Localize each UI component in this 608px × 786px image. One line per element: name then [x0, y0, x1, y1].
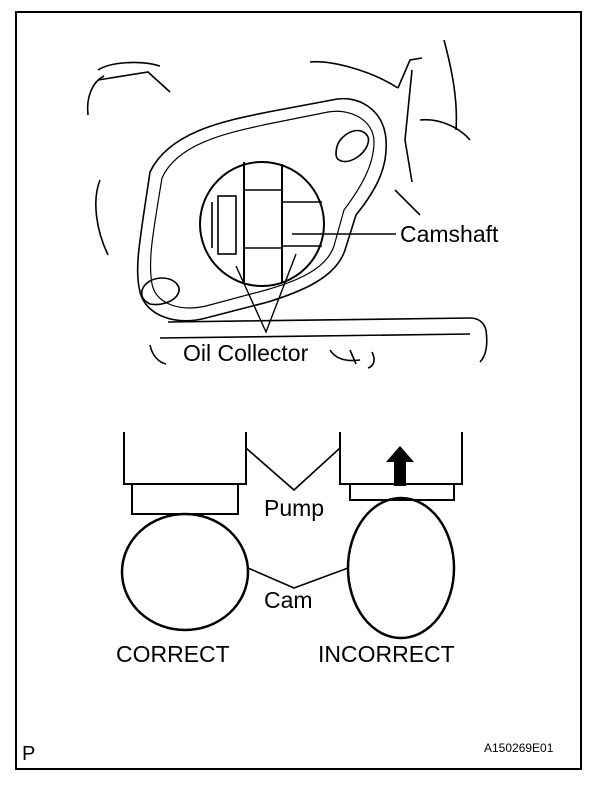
cam-leader-lines	[247, 567, 349, 589]
camshaft-label: Camshaft	[400, 221, 499, 247]
lower-rail	[167, 317, 487, 331]
arrow-up-icon	[386, 446, 414, 486]
engine-outline	[86, 75, 105, 116]
lower-rail	[329, 349, 361, 362]
correct-label: CORRECT	[116, 641, 230, 667]
engine-outline	[95, 179, 109, 256]
engine-outline	[419, 118, 471, 141]
engine-outline	[404, 69, 413, 183]
cam-label: Cam	[264, 587, 313, 613]
cam-correct	[120, 512, 250, 632]
lower-rail	[149, 344, 167, 365]
engine-outline	[394, 189, 421, 216]
engine-outline	[309, 60, 399, 89]
figure-code: A150269E01	[484, 741, 554, 755]
figure-border	[15, 11, 582, 770]
engine-outline	[97, 61, 161, 71]
pump-leader-lines	[245, 447, 341, 492]
pump-plunger-correct	[131, 483, 239, 515]
flange-inner-outline	[149, 110, 375, 309]
lower-rail	[479, 329, 488, 363]
lower-rail	[349, 349, 357, 365]
camshaft-detail	[217, 195, 237, 255]
oil-collector-leader-lines	[235, 253, 297, 334]
oil-collector-label: Oil Collector	[183, 340, 309, 366]
lower-rail	[159, 333, 471, 339]
engine-outline	[397, 57, 423, 89]
pump-label: Pump	[264, 495, 324, 521]
inspection-hole	[199, 161, 325, 287]
corner-mark: P	[22, 743, 35, 765]
camshaft-housing-illustration	[86, 39, 488, 369]
pump-body-correct	[123, 432, 247, 485]
bolt-slot	[335, 129, 370, 163]
bolt-slot	[140, 277, 180, 306]
lower-rail	[367, 351, 375, 369]
engine-outline	[443, 39, 458, 131]
cam-incorrect	[346, 496, 456, 640]
incorrect-label: INCORRECT	[318, 641, 455, 667]
flange-outline	[136, 97, 387, 322]
engine-outline	[97, 71, 171, 93]
